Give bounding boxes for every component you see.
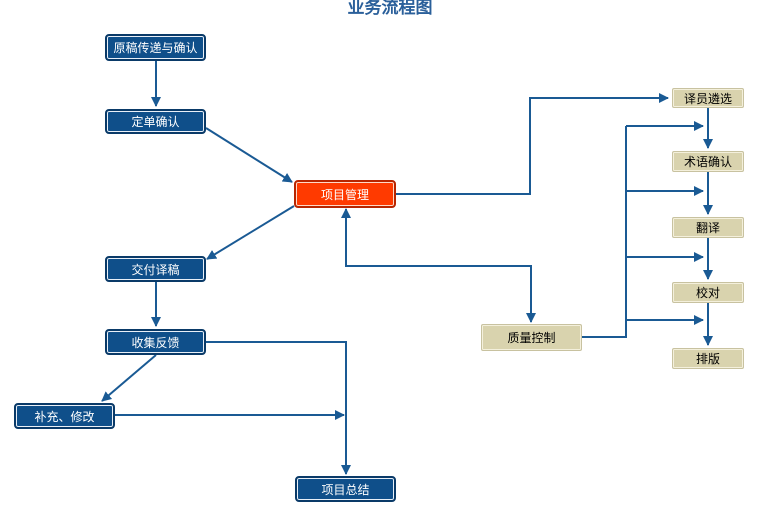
node-proofreading: 校对	[672, 282, 744, 303]
node-typesetting: 排版	[672, 348, 744, 369]
arrow-pm-to-translator	[396, 93, 669, 195]
node-deliver-translation: 交付译稿	[105, 256, 206, 282]
arrow-pm-to-deliver	[206, 205, 295, 260]
node-translator-selection: 译员遴选	[672, 88, 744, 108]
arrow-feedback-to-summary	[206, 341, 351, 475]
arrow-feedback-to-revise	[101, 354, 157, 402]
node-quality-control: 质量控制	[481, 324, 582, 351]
node-project-summary: 项目总结	[295, 476, 396, 502]
node-supplement-revise: 补充、修改	[14, 403, 115, 429]
diagram-title: 业务流程图	[347, 0, 433, 18]
node-order-confirm: 定单确认	[105, 109, 206, 134]
node-project-management: 项目管理	[294, 180, 396, 208]
node-terminology-confirm: 术语确认	[672, 151, 744, 172]
node-source-transfer: 原稿传递与确认	[105, 34, 206, 61]
arrow-order-to-pm	[205, 127, 293, 183]
arrow-pm-to-quality	[345, 254, 536, 323]
node-collect-feedback: 收集反馈	[105, 329, 206, 355]
node-translation: 翻译	[672, 217, 744, 238]
quality-trunk	[582, 126, 627, 338]
